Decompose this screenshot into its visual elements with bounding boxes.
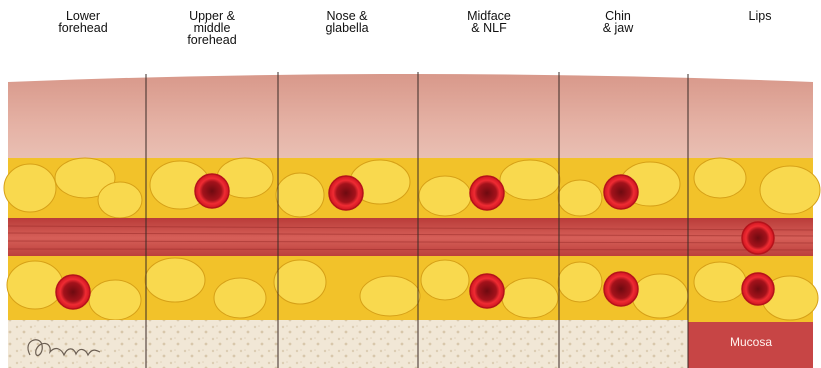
vessel-chin-jaw-superficial (604, 175, 638, 209)
vessel-midface-superficial (470, 176, 504, 210)
vessel-chin-jaw-deep (604, 272, 638, 306)
vessel-lips-deep (742, 273, 774, 305)
mucosa-label: Mucosa (730, 335, 772, 349)
vessel-lips-muscle (742, 222, 774, 254)
vessel-nose-glabella-superficial (329, 176, 363, 210)
vessel-lower-forehead-deep (56, 275, 90, 309)
vessel-midface-deep (470, 274, 504, 308)
skin-layer (8, 74, 813, 160)
muscle-layer (8, 218, 813, 258)
bone-layer (8, 320, 688, 368)
vessel-upper-forehead-superficial (195, 174, 229, 208)
